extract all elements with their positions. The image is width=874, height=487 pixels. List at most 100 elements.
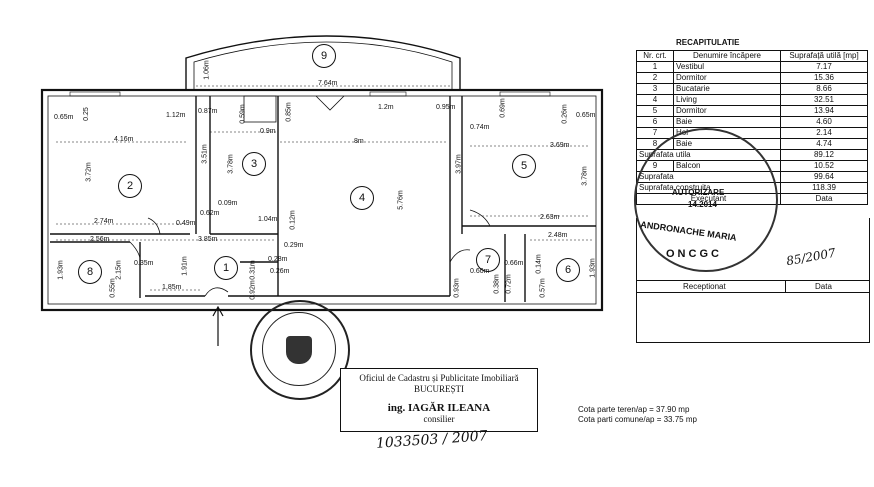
dim: 0.55m (109, 278, 117, 298)
dim-balcony-width: 7.64m (318, 80, 338, 87)
ocpi-role: consilier (423, 414, 455, 424)
dim: 0.92m (249, 280, 257, 300)
header-area: Suprafață utilă [mp] (780, 50, 868, 62)
cell: Baie (673, 116, 781, 128)
room-2-number: 2 (118, 174, 142, 198)
cell: Data (780, 193, 868, 205)
stamp-code: ONCGC (666, 248, 722, 260)
header-name: Denumire încăpere (673, 50, 781, 62)
stamp-holder-name: ANDRONACHE MARIA (639, 219, 738, 243)
cell: 4 (636, 94, 674, 106)
receptionat-label: Receptionat (683, 282, 726, 291)
dim: 3.78m (581, 166, 589, 186)
ocpi-city: BUCUREȘTI (413, 384, 464, 394)
recap-title: RECAPITULATIE (676, 38, 740, 47)
dim: 2.15m (115, 260, 123, 280)
ocpi-inspector-name: ing. IAGĂR ILEANA (387, 402, 491, 414)
dim: 2.63m (540, 214, 560, 221)
dim: 0.14m (535, 254, 543, 274)
cell: 15.36 (780, 72, 868, 84)
room-4-number: 4 (350, 186, 374, 210)
land-share-notes: Cota parte teren/ap = 37.90 mp Cota part… (578, 405, 697, 425)
dim: 2.74m (94, 218, 114, 225)
dim: 3.97m (455, 154, 463, 174)
ocpi-round-seal (250, 300, 350, 400)
dim: 1.04m (258, 216, 278, 223)
ocpi-stamp: Oficiul de Cadastru și Publicitate Imobi… (340, 368, 538, 432)
dim: 0.95m (436, 104, 456, 111)
cell: 118.39 (780, 182, 868, 194)
cell: 7 (636, 127, 674, 139)
dim: 1.12m (166, 112, 186, 119)
land-share: Cota parte teren/ap = 37.90 mp (578, 405, 690, 414)
dim: 1.93m (57, 260, 65, 280)
dim: 0.85m (285, 102, 293, 122)
dim: 0.57m (539, 278, 547, 298)
dim: 0.72m (505, 274, 513, 294)
cell: 13.94 (780, 105, 868, 117)
room-7-number: 7 (476, 248, 500, 272)
dim: 0.12m (289, 210, 297, 230)
dim: 3.51m (201, 144, 209, 164)
cell: Vestibul (673, 61, 781, 73)
cell: 4.74 (780, 138, 868, 150)
cell: 8.66 (780, 83, 868, 95)
dim: 0.09m (218, 200, 238, 207)
table-header: Nr. crt. Denumire încăpere Suprafață uti… (636, 50, 868, 62)
dim: 0.31m (249, 260, 257, 280)
dim: 5.76m (397, 190, 405, 210)
dim: 2.48m (548, 232, 568, 239)
dim: 0.65m (576, 112, 596, 119)
cell: 4.60 (780, 116, 868, 128)
dim: 0.26m (561, 104, 569, 124)
dim: 0.87m (198, 108, 218, 115)
dim: 1.85m (162, 284, 182, 291)
ocpi-office: Oficiul de Cadastru și Publicitate Imobi… (359, 373, 519, 383)
dim: 3.72m (85, 162, 93, 182)
receptionat-row: Receptionat Data (637, 280, 869, 293)
cell: 3 (636, 83, 674, 95)
balcony-outline (185, 35, 461, 90)
dim: 3.85m (198, 236, 218, 243)
cell: 10.52 (780, 160, 868, 172)
dim: 8m (354, 138, 364, 145)
dim: 1.2m (378, 104, 394, 111)
apartment-outline (40, 88, 604, 312)
cell: 6 (636, 116, 674, 128)
cell: 99.64 (780, 171, 868, 183)
receptionat-date-label: Data (815, 282, 832, 291)
cell: Living (673, 94, 781, 106)
coat-of-arms-icon (286, 336, 312, 364)
room-8-number: 8 (78, 260, 102, 284)
dim: 0.49m (176, 220, 196, 227)
cell: Dormitor (673, 72, 781, 84)
dim: 1.91m (181, 256, 189, 276)
stamp-date: 14.2014 (688, 200, 717, 209)
cell: 7.17 (780, 61, 868, 73)
room-6-number: 6 (556, 258, 580, 282)
cell: 5 (636, 105, 674, 117)
dim: 0.65m (54, 114, 74, 121)
dim: 0.60m (470, 268, 490, 275)
dim: 0.25 (82, 107, 90, 121)
authorization-stamp: AUTORIZARE 14.2014 ANDRONACHE MARIA ONCG… (634, 128, 778, 272)
dim: 0.38m (493, 274, 501, 294)
dim: 0.66m (504, 260, 524, 267)
cell: 89.12 (780, 149, 868, 161)
cell: 1 (636, 61, 674, 73)
signature-area: Receptionat Data (636, 218, 870, 343)
stamp-mid: AUTORIZARE (672, 188, 725, 197)
common-share: Cota parti comune/ap = 33.75 mp (578, 415, 697, 424)
room-1-number: 1 (214, 256, 238, 280)
dim: 0.26m (270, 268, 290, 275)
dim: 1.93m (589, 258, 597, 278)
header-nr: Nr. crt. (636, 50, 674, 62)
cell: Dormitor (673, 105, 781, 117)
dim-balcony-depth: 1.06m (203, 60, 211, 80)
cell: 32.51 (780, 94, 868, 106)
